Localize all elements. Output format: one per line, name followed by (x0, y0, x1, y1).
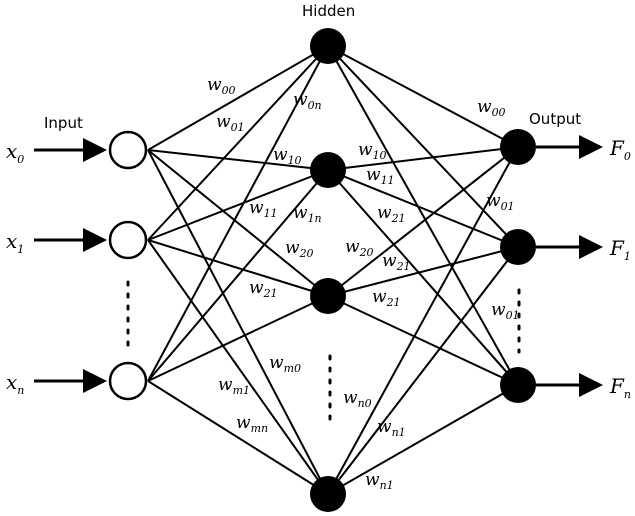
input-var-1: x1 (6, 229, 24, 256)
weight-label: w00 (207, 75, 236, 97)
output-layer-label: Output (529, 110, 581, 128)
weight-label: wm1 (218, 375, 250, 397)
output-node-0 (500, 129, 536, 165)
input-node-1 (108, 220, 148, 260)
input-node-n (108, 361, 148, 401)
output-var-n: Fn (609, 374, 631, 401)
edge-h2-o2 (327, 295, 519, 386)
edge-h1-o1 (327, 169, 519, 248)
output-node-n (500, 367, 536, 403)
hidden-node-1 (310, 152, 346, 188)
weight-label: w21 (249, 278, 278, 300)
weight-label: w11 (249, 198, 278, 220)
weight-label: wn0 (343, 388, 372, 410)
output-var-0: F0 (609, 136, 631, 163)
input-var-n: xn (6, 370, 24, 397)
weight-label: w0n (293, 90, 322, 112)
edge-inn-h0 (147, 45, 329, 382)
connection-edges (147, 45, 519, 495)
weight-label: w00 (477, 97, 506, 119)
weight-label: w01 (216, 112, 245, 134)
hidden-layer-label: Hidden (302, 2, 355, 20)
weight-label: wm0 (269, 353, 301, 375)
hidden-output-weight-labels: w00 w10 w11 w01 w21 w20 w21 w21 w01 wn0 … (343, 97, 520, 492)
output-var-1: F1 (609, 236, 631, 263)
edge-in0-h2 (147, 149, 329, 297)
weight-label: w10 (273, 145, 302, 167)
input-hidden-weight-labels: w00 w01 w0n w10 w11 w1n w20 w21 wm0 wm1 … (207, 75, 322, 435)
edge-h0-o0 (327, 45, 519, 148)
weight-label: wmn (236, 413, 268, 435)
input-node-0 (108, 130, 148, 170)
edge-in1-h3 (147, 239, 329, 495)
edge-inn-h3 (147, 380, 329, 495)
weight-label: w21 (382, 251, 411, 273)
edge-inn-h1 (147, 169, 329, 382)
weight-label: w11 (366, 165, 395, 187)
hidden-node-2 (310, 278, 346, 314)
hidden-node-0 (310, 28, 346, 64)
hidden-node-m (310, 476, 346, 512)
weight-label: w01 (491, 300, 520, 322)
weight-label: w1n (293, 203, 322, 225)
edge-h2-o1 (327, 246, 519, 297)
edge-h1-o0 (327, 146, 519, 171)
edge-in0-h1 (147, 149, 329, 171)
weight-label: wn1 (377, 417, 406, 439)
weight-label: w20 (345, 237, 374, 259)
weight-label: w21 (377, 203, 406, 225)
edge-h0-o1 (327, 45, 519, 248)
weight-label: w01 (486, 191, 515, 213)
output-node-1 (500, 229, 536, 265)
edge-h1-o2 (327, 169, 519, 386)
edge-h3-o2 (327, 384, 519, 495)
weight-label: wn1 (365, 470, 394, 492)
edge-h3-o0 (327, 146, 519, 495)
edge-h0-o2 (327, 45, 519, 386)
edge-inn-h2 (147, 295, 329, 382)
input-var-0: x0 (6, 139, 24, 166)
edge-in1-h0 (147, 45, 329, 241)
edge-h2-o0 (327, 146, 519, 297)
weight-label: w10 (358, 140, 387, 162)
edge-h3-o1 (327, 246, 519, 495)
weight-label: w20 (285, 238, 314, 260)
edge-in1-h1 (147, 169, 329, 241)
edge-in1-h2 (147, 239, 329, 297)
input-layer-label: Input (44, 114, 83, 132)
weight-label: w21 (372, 287, 401, 309)
edge-in0-h0 (147, 45, 329, 151)
